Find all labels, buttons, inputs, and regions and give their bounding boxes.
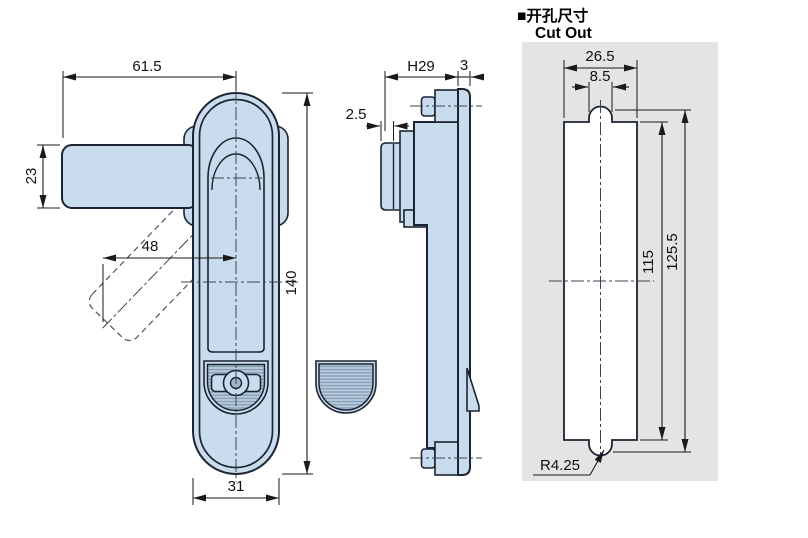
handle-arm-phantom (88, 197, 231, 342)
dim-inner-height: 115 (640, 121, 668, 441)
dim-body-width: 31 (192, 478, 280, 505)
dim-notch-radius: R4.25 (533, 449, 605, 476)
side-view: H29 3 2.5 (346, 57, 484, 476)
dim-protrusion: H29 (384, 58, 459, 131)
dim-cutout-width-label: 26.5 (585, 48, 614, 65)
dim-inner-height-label: 115 (640, 250, 657, 274)
dim-notch-width-label: 8.5 (590, 68, 611, 85)
dim-arm-length-label: 61.5 (132, 58, 161, 75)
dim-panel-thickness-label: 3 (460, 57, 468, 74)
key-cover-detail (315, 360, 377, 414)
dim-overall-height: 125.5 (613, 109, 691, 453)
dim-body-width-label: 31 (228, 478, 245, 495)
dim-arm-width: 23 (23, 144, 60, 209)
dim-panel-thickness: 3 (458, 57, 484, 86)
dim-open-offset-label: 48 (142, 238, 159, 255)
dim-cutout-width: 26.5 (563, 48, 638, 118)
cutout-title-en: Cut Out (535, 25, 592, 42)
latch-cam (466, 367, 480, 412)
dim-arm-length: 61.5 (62, 58, 237, 138)
dim-notch-radius-label: R4.25 (540, 457, 580, 474)
handle-arm (61, 144, 199, 209)
lock-case-profile (413, 121, 459, 449)
dim-body-height: 140 (282, 92, 313, 475)
dim-notch-width: 8.5 (572, 68, 629, 112)
front-view: 61.5 23 48 140 31 (23, 58, 377, 505)
dim-body-height-label: 140 (283, 270, 300, 295)
dim-overall-height-label: 125.5 (664, 233, 681, 271)
grip-profile (380, 142, 402, 211)
dim-protrusion-label: H29 (407, 58, 435, 75)
dim-lip: 2.5 (346, 106, 409, 141)
dim-arm-width-label: 23 (23, 168, 40, 185)
cutout-title-zh: ■开孔尺寸 (517, 6, 589, 25)
handle-neck (399, 130, 416, 223)
cutout-view: ■开孔尺寸 Cut Out 26.5 8.5 115 (517, 6, 718, 481)
dim-open-offset: 48 (102, 238, 236, 322)
dim-lip-label: 2.5 (346, 106, 367, 123)
mounting-panel (457, 88, 471, 476)
